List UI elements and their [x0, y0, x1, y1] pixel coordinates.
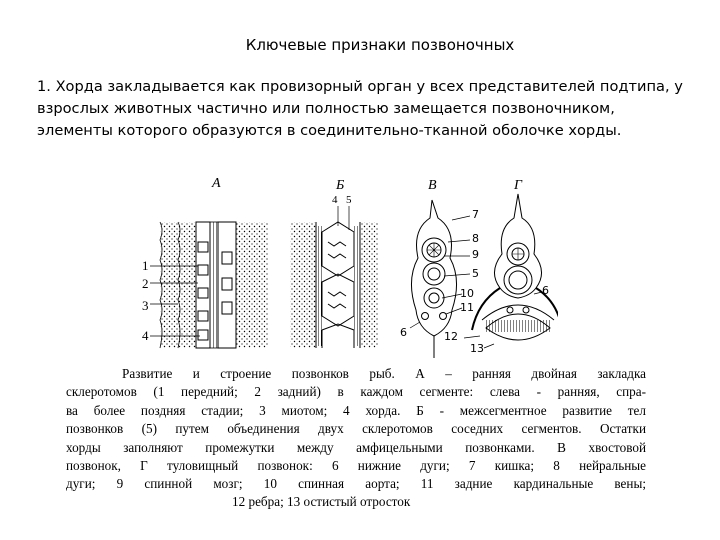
panel-label-g: Г [514, 178, 522, 193]
label-number-4-b: 4 [332, 194, 338, 206]
panel-a-drawing [150, 221, 268, 349]
paragraph-line-2: взрослых животных частично или полностью… [37, 100, 615, 117]
paragraph-line-1: 1. Хорда закладывается как провизорный о… [37, 78, 683, 95]
label-number-2: 2 [142, 276, 149, 291]
key-feature-paragraph: 1. Хорда закладывается как провизорный о… [37, 76, 697, 142]
panel-g-drawing [463, 193, 563, 349]
label-number-3: 3 [142, 298, 149, 313]
figure-caption: Развитие и строение позвонков рыб. А – р… [66, 365, 646, 494]
label-number-12: 12 [444, 330, 458, 343]
panel-label-b: Б [336, 178, 345, 193]
label-number-6-g: 6 [542, 284, 549, 297]
label-number-5-v: 5 [472, 267, 479, 280]
vertebra-illustration [150, 193, 563, 358]
caption-line-7: дуги; 9 спинной мозг; 10 спинная аорта; … [66, 476, 646, 492]
caption-line-5: хорды заполняют промежутки между амфицел… [66, 439, 646, 455]
caption-line-4: позвонков (5) путем объединения двух скл… [66, 421, 646, 437]
caption-line-3: ва более поздняя стадии; 3 миотом; 4 хор… [66, 402, 646, 418]
label-number-4-a: 4 [142, 328, 149, 343]
label-number-6-v: 6 [400, 326, 407, 339]
paragraph-line-3: элементы которого образуются в соедините… [37, 122, 622, 139]
panel-label-v: В [428, 178, 437, 193]
label-number-1: 1 [142, 258, 149, 273]
label-number-7: 7 [472, 208, 479, 221]
vertebra-figure: А Б В Г 1 2 3 4 4 5 7 8 9 5 10 11 6 6 12… [138, 170, 563, 360]
label-number-5-b: 5 [346, 194, 352, 206]
label-number-13: 13 [470, 342, 484, 355]
caption-line-6: позвонок, Г туловищный позвонок: 6 нижни… [66, 458, 646, 474]
panel-b-drawing [290, 206, 378, 348]
label-number-9: 9 [472, 248, 479, 261]
slide-title: Ключевые признаки позвоночных [245, 36, 515, 54]
label-number-10: 10 [460, 287, 474, 300]
panel-v-drawing [409, 199, 471, 358]
label-number-11: 11 [460, 301, 474, 314]
caption-line-2: склеротомов (1 передний; 2 задний) в каж… [66, 384, 646, 400]
label-number-8: 8 [472, 232, 479, 245]
panel-label-a: А [212, 176, 221, 191]
caption-line-8: 12 ребра; 13 остистый отросток [232, 494, 411, 509]
caption-line-1: Развитие и строение позвонков рыб. А – р… [122, 366, 646, 381]
